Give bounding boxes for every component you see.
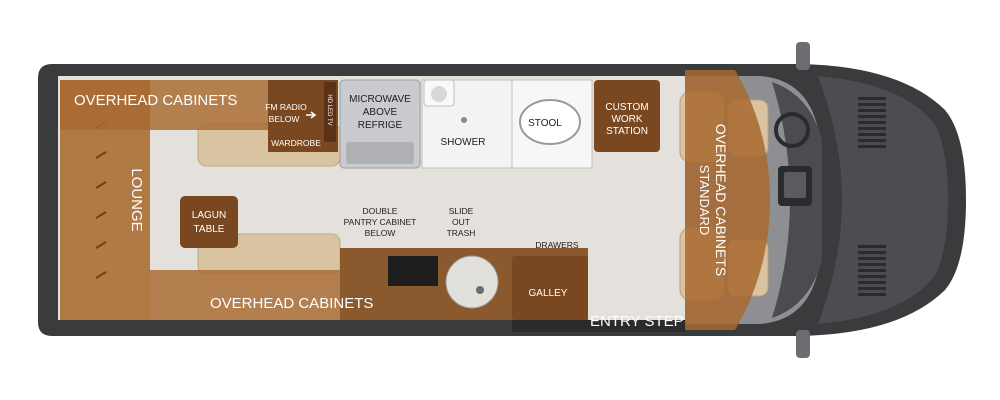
side-mirror-top (796, 42, 810, 70)
side-mirror-bottom (796, 330, 810, 358)
overhead-cabinets-front (685, 70, 770, 330)
work-station (594, 80, 660, 152)
label-custom-3: STATION (606, 126, 648, 137)
label-trash-1: SLIDE (449, 206, 474, 216)
overhead-cabinets-top (60, 80, 270, 130)
stove (388, 256, 438, 286)
galley-end (512, 256, 588, 320)
steering-wheel (774, 112, 810, 148)
label-custom-1: CUSTOM (605, 102, 648, 113)
fridge-door (346, 142, 414, 164)
arrow-icon (306, 111, 317, 119)
label-pantry-2: PANTRY CABINET (344, 217, 417, 227)
shower-drain (461, 117, 467, 123)
tv-panel (324, 82, 336, 142)
label-entry-step: ENTRY STEP (590, 313, 684, 330)
front-vent-top (858, 97, 886, 148)
sink-faucet (476, 286, 484, 294)
sink-basin (431, 86, 447, 102)
label-overhead-front-1: OVERHEAD CABINETS (713, 124, 729, 276)
label-micro-2: ABOVE (363, 107, 398, 118)
label-micro-1: MICROWAVE (349, 94, 411, 105)
front-vent-bottom (858, 245, 886, 296)
label-shower: SHOWER (441, 137, 486, 148)
toilet (519, 99, 581, 145)
entry-step-bar (512, 320, 686, 332)
label-pantry-3: BELOW (365, 228, 396, 238)
label-lagun-1: LAGUN (192, 210, 226, 221)
label-trash-2: OUT (452, 217, 470, 227)
label-custom-2: WORK (611, 114, 642, 125)
label-pantry-1: DOUBLE (363, 206, 398, 216)
lagun-table (180, 196, 238, 248)
label-wardrobe: WARDROBE (271, 138, 321, 148)
label-lounge: LOUNGE (128, 168, 145, 231)
label-galley: GALLEY (529, 288, 568, 299)
label-drawers: DRAWERS (535, 240, 578, 250)
label-fm-radio-1: FM RADIO (265, 102, 307, 112)
galley-sink (445, 255, 499, 309)
dash-screen (784, 172, 806, 198)
label-overhead-top: OVERHEAD CABINETS (74, 92, 237, 109)
label-overhead-bottom: OVERHEAD CABINETS (210, 295, 373, 312)
label-stool: STOOL (528, 118, 562, 129)
label-trash-3: TRASH (447, 228, 476, 238)
label-hd-tv: HD LED TV (326, 94, 332, 125)
label-lagun-2: TABLE (194, 224, 225, 235)
label-fm-radio-2: BELOW (269, 114, 300, 124)
label-overhead-front-2: STANDARD (697, 165, 712, 236)
label-micro-3: REFRIGE (358, 120, 403, 131)
hood (818, 76, 948, 324)
